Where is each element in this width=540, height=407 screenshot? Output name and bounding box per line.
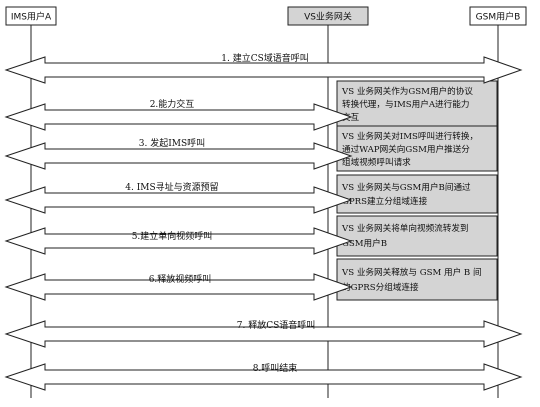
step-6-label: 6.释放视频呼叫 bbox=[149, 273, 212, 285]
participant-a: IMS用户A bbox=[5, 6, 57, 26]
note-4-line-1: VS 业务网关将单向视频流转发到 bbox=[341, 222, 469, 234]
note-2-line-3: 组域视频呼叫请求 bbox=[342, 156, 411, 168]
step-6: 6.释放视频呼叫 bbox=[4, 273, 353, 301]
note-1: VS 业务网关作为GSM用户的协议 转换代理，与IMS用户A进行能力 交互 bbox=[336, 80, 498, 127]
participant-a-label: IMS用户A bbox=[11, 11, 52, 23]
step-7-label: 7. 释放CS语音呼叫 bbox=[237, 319, 316, 331]
step-5: 5.建立单向视频呼叫 bbox=[4, 227, 353, 255]
step-2-arrow bbox=[4, 103, 353, 131]
step-3: 3. 发起IMS呼叫 bbox=[4, 137, 353, 170]
note-3: VS 业务网关与GSM用户B间通过 GPRS建立分组域连接 bbox=[336, 174, 498, 214]
step-4-arrow bbox=[4, 186, 353, 214]
step-5-label: 5.建立单向视频呼叫 bbox=[132, 230, 213, 242]
note-4-line-2: GSM用户B bbox=[342, 237, 387, 249]
participant-vs: VS业务网关 bbox=[287, 6, 369, 26]
note-2: VS 业务网关对IMS呼叫进行转换， 通过WAP网关向GSM用户推送分 组域视频… bbox=[336, 125, 498, 172]
note-1-line-2: 转换代理，与IMS用户A进行能力 bbox=[342, 98, 469, 110]
note-2-box bbox=[336, 125, 498, 172]
participant-b-label: GSM用户B bbox=[476, 11, 521, 23]
note-2-line-1: VS 业务网关对IMS呼叫进行转换， bbox=[341, 130, 478, 142]
note-4: VS 业务网关将单向视频流转发到 GSM用户B bbox=[336, 215, 498, 257]
step-7: 7. 释放CS语音呼叫 bbox=[4, 319, 523, 348]
note-3-box bbox=[336, 174, 498, 214]
note-2-line-2: 通过WAP网关向GSM用户推送分 bbox=[342, 143, 470, 155]
step-1-label: 1. 建立CS域语音呼叫 bbox=[221, 52, 309, 64]
step-2-label: 2.能力交互 bbox=[150, 98, 195, 110]
step-1-arrow bbox=[4, 56, 523, 84]
note-5-box bbox=[336, 258, 498, 301]
step-6-arrow bbox=[4, 273, 353, 301]
step-1: 1. 建立CS域语音呼叫 bbox=[4, 52, 523, 84]
note-5-line-2: 的GPRS分组域连接 bbox=[342, 281, 419, 293]
note-3-line-1: VS 业务网关与GSM用户B间通过 bbox=[341, 181, 471, 193]
step-4-label: 4. IMS寻址与资源预留 bbox=[125, 181, 218, 193]
step-3-label: 3. 发起IMS呼叫 bbox=[139, 137, 205, 149]
note-1-line-1: VS 业务网关作为GSM用户的协议 bbox=[341, 85, 473, 97]
step-8: 8.呼叫结束 bbox=[4, 362, 523, 391]
note-5-line-1: VS 业务网关释放与 GSM 用户 B 间 bbox=[341, 266, 482, 278]
step-8-label: 8.呼叫结束 bbox=[253, 362, 298, 374]
step-2: 2.能力交互 bbox=[4, 98, 353, 131]
note-1-box bbox=[336, 80, 498, 127]
step-7-arrow bbox=[4, 320, 523, 348]
participant-vs-label: VS业务网关 bbox=[304, 11, 352, 23]
note-4-box bbox=[336, 215, 498, 257]
note-5: VS 业务网关释放与 GSM 用户 B 间 的GPRS分组域连接 bbox=[336, 258, 498, 301]
step-5-arrow bbox=[4, 227, 353, 255]
step-4: 4. IMS寻址与资源预留 bbox=[4, 181, 353, 214]
step-3-arrow bbox=[4, 142, 353, 170]
step-8-arrow bbox=[4, 363, 523, 391]
participant-b: GSM用户B bbox=[469, 6, 527, 26]
note-3-line-2: GPRS建立分组域连接 bbox=[342, 195, 428, 207]
